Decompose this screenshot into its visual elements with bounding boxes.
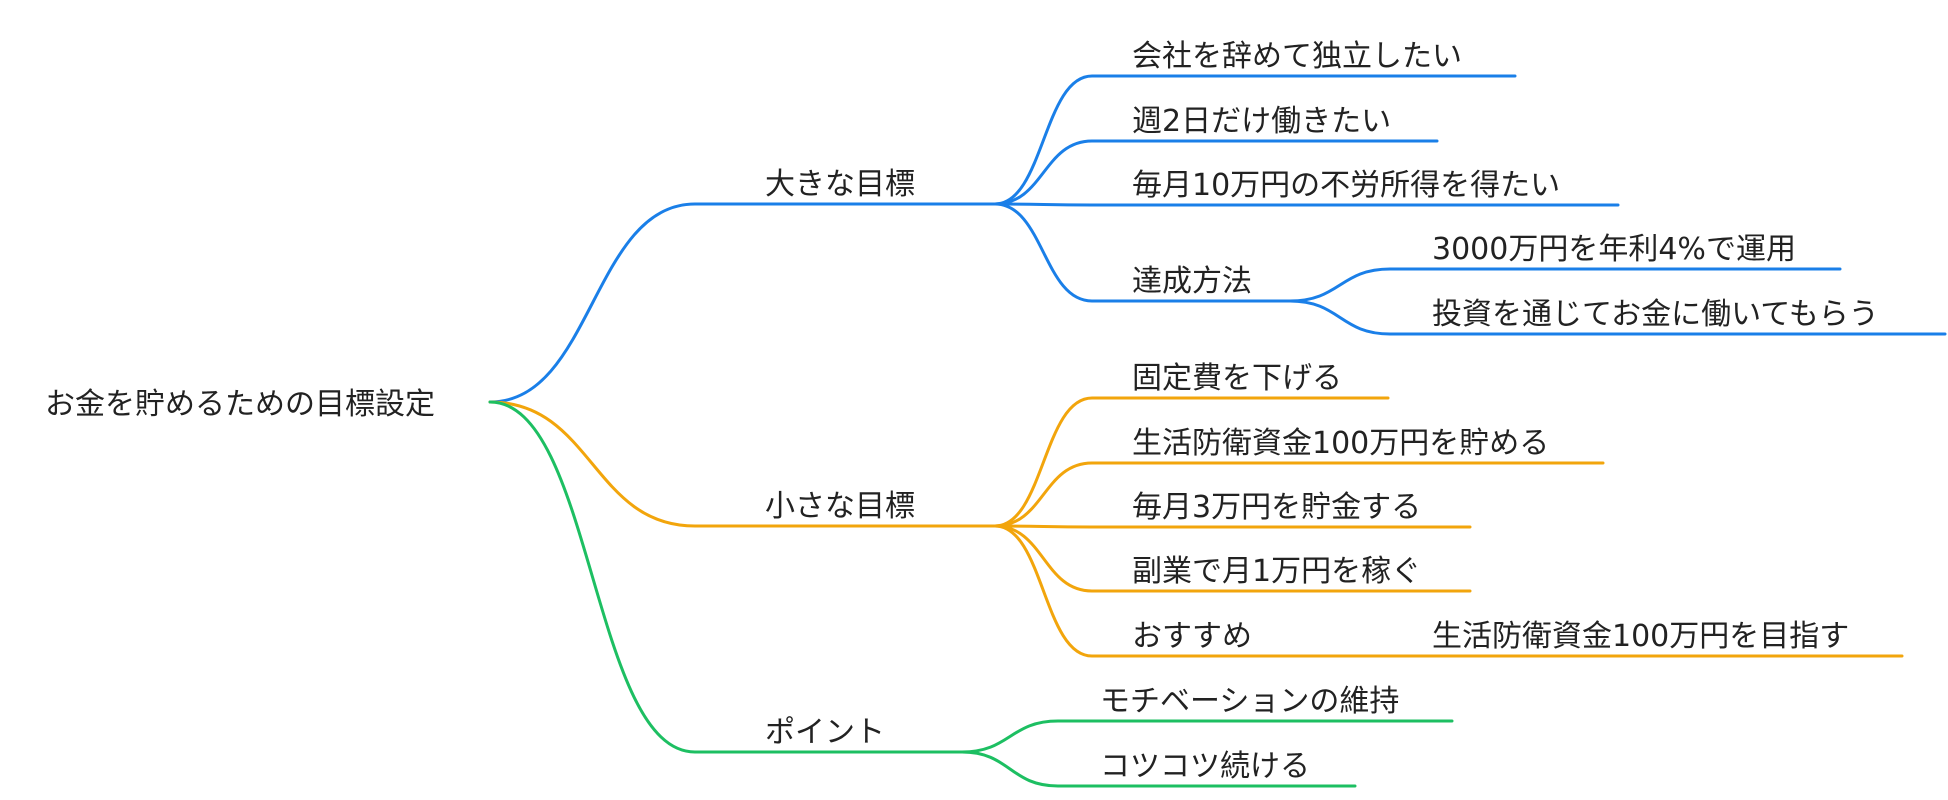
root-topic: お金を貯めるための目標設定 [45, 387, 435, 422]
branch-topic: 大きな目標 [765, 167, 915, 202]
branch-connector [488, 400, 997, 528]
subtopic: 固定費を下げる [1132, 361, 1342, 396]
branch-topic: ポイント [765, 715, 885, 750]
subtopic: 毎月10万円の不労所得を得たい [1132, 168, 1560, 203]
subtopic-connector [960, 719, 1454, 754]
subtopic-connector [993, 524, 1472, 529]
subtopic: 週2日だけ働きたい [1132, 104, 1391, 139]
subtopic-connector [993, 139, 1439, 206]
subtopic-connector [993, 74, 1517, 206]
subtopic: 達成方法 [1132, 264, 1252, 299]
subtopic: 生活防衛資金100万円を貯める [1132, 426, 1549, 461]
detail-topic: 投資を通じてお金に働いてもらう [1432, 297, 1879, 332]
mind-map-edges [488, 74, 1947, 788]
subtopic: コツコツ続ける [1100, 749, 1310, 784]
detail-topic: 生活防衛資金100万円を目指す [1432, 619, 1849, 654]
branch-topic: 小さな目標 [765, 489, 915, 524]
subtopic: モチベーションの維持 [1100, 684, 1399, 719]
subtopic-connector [993, 461, 1605, 528]
subtopic-connector [993, 396, 1390, 528]
detail-connector [1288, 267, 1842, 303]
subtopic-connector [993, 202, 1292, 303]
detail-connector [1288, 299, 1947, 336]
subtopic-connector [993, 202, 1620, 207]
subtopic: 毎月3万円を貯金する [1132, 490, 1421, 525]
subtopic: おすすめ [1132, 619, 1252, 654]
subtopic-connector [993, 524, 1472, 593]
detail-topic: 3000万円を年利4%で運用 [1432, 232, 1796, 267]
branch-connector [488, 400, 964, 754]
subtopic-connector [993, 524, 1292, 658]
mind-map-labels: お金を貯めるための目標設定 大きな目標会社を辞めて独立したい週2日だけ働きたい毎… [45, 39, 1879, 784]
subtopic: 会社を辞めて独立したい [1132, 39, 1462, 74]
subtopic-connector [960, 750, 1357, 788]
branch-connector [488, 202, 997, 404]
subtopic: 副業で月1万円を稼ぐ [1132, 554, 1421, 589]
